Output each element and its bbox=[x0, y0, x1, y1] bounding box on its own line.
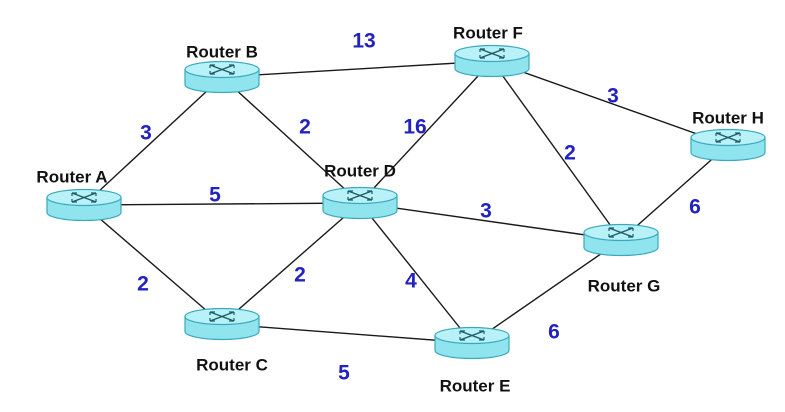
weight-label-a-c: 2 bbox=[137, 273, 149, 296]
weight-label-f-h: 3 bbox=[607, 85, 619, 108]
router-icon[interactable] bbox=[322, 186, 398, 220]
router-arrows-icon bbox=[209, 311, 235, 322]
weight-label-f-g: 2 bbox=[564, 142, 576, 165]
links-layer bbox=[83, 60, 729, 344]
weight-label-d-e: 4 bbox=[405, 270, 417, 293]
weight-label-d-g: 3 bbox=[480, 200, 492, 223]
router-label-f: Router F bbox=[453, 23, 523, 42]
weight-label-b-f: 13 bbox=[352, 30, 375, 53]
router-arrows-icon bbox=[715, 132, 741, 143]
link-c-e bbox=[221, 323, 473, 344]
router-icon[interactable] bbox=[184, 60, 260, 94]
link-d-g bbox=[359, 202, 622, 241]
weight-label-c-e: 5 bbox=[338, 362, 350, 385]
router-arrows-icon bbox=[479, 48, 505, 59]
link-d-f bbox=[359, 60, 493, 204]
router-label-e: Router E bbox=[440, 376, 511, 395]
router-label-a: Router A bbox=[36, 167, 107, 186]
router-arrows-icon bbox=[209, 64, 235, 75]
labels-layer: Router A Router B Router C Router D Router E… bbox=[36, 23, 763, 395]
router-arrows-icon bbox=[459, 330, 485, 341]
link-b-f bbox=[221, 60, 493, 78]
weight-label-e-g: 6 bbox=[548, 321, 560, 344]
weight-label-g-h: 6 bbox=[689, 196, 701, 219]
link-g-h bbox=[620, 144, 729, 241]
routers-layer bbox=[46, 44, 766, 360]
weight-label-a-b: 3 bbox=[140, 122, 152, 145]
router-label-c: Router C bbox=[196, 355, 268, 374]
router-label-d: Router D bbox=[324, 161, 396, 180]
router-arrows-icon bbox=[71, 192, 97, 203]
router-icon[interactable] bbox=[583, 223, 659, 257]
weights-layer: 13 3 2 16 3 2 5 3 6 2 2 4 6 5 bbox=[137, 30, 701, 385]
link-a-d bbox=[83, 202, 361, 206]
weight-label-b-d: 2 bbox=[299, 116, 311, 139]
link-a-c bbox=[83, 204, 223, 325]
link-f-h bbox=[491, 60, 729, 146]
link-b-d bbox=[221, 76, 361, 204]
link-a-b bbox=[83, 76, 223, 206]
router-label-g: Router G bbox=[588, 276, 661, 295]
link-e-g bbox=[471, 239, 622, 344]
router-icon[interactable] bbox=[434, 326, 510, 360]
weight-label-c-d: 2 bbox=[294, 264, 306, 287]
router-arrows-icon bbox=[347, 190, 373, 201]
link-c-d bbox=[221, 202, 361, 325]
router-icon[interactable] bbox=[454, 44, 530, 78]
router-icon[interactable] bbox=[184, 307, 260, 341]
link-d-e bbox=[359, 202, 473, 344]
link-f-g bbox=[491, 60, 622, 241]
weight-label-a-d: 5 bbox=[209, 184, 221, 207]
router-label-b: Router B bbox=[186, 42, 258, 61]
router-icon[interactable] bbox=[690, 128, 766, 162]
weight-label-d-f: 16 bbox=[403, 116, 426, 139]
router-label-h: Router H bbox=[692, 108, 764, 127]
router-icon[interactable] bbox=[46, 188, 122, 222]
router-arrows-icon bbox=[608, 227, 634, 238]
